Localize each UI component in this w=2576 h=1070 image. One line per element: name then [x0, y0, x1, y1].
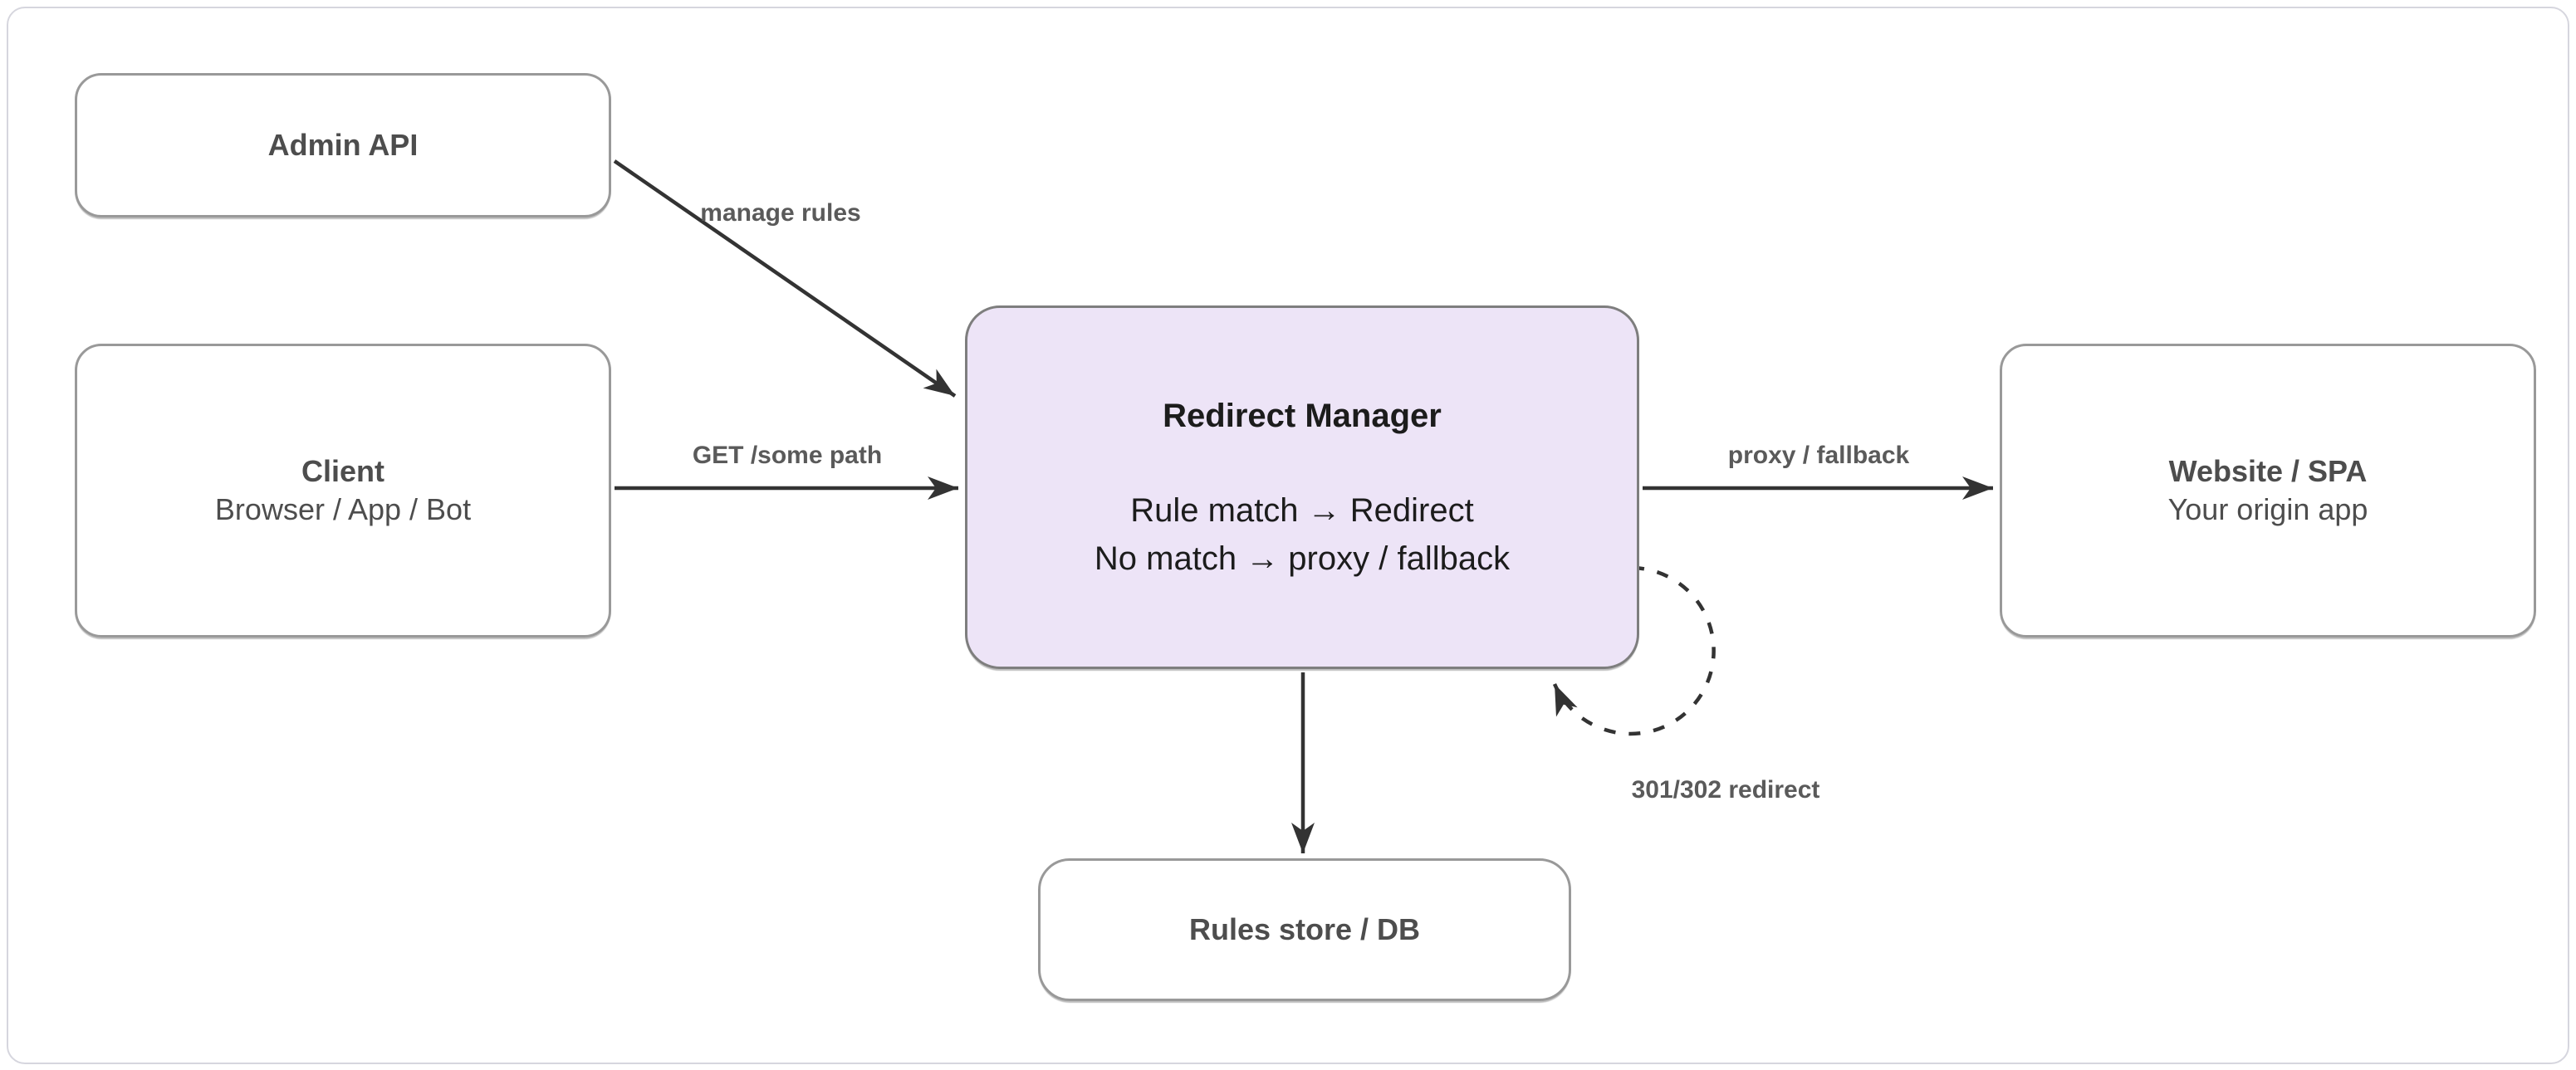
redirect-loop-label: 301/302 redirect: [1631, 776, 1820, 804]
client-title: Client: [301, 453, 384, 488]
redirect-manager-no-match-line: No match → proxy / fallback: [1094, 540, 1511, 577]
redirect-manager-rule-match-line: Rule match → Redirect: [1130, 492, 1474, 529]
redirect-manager-title: Redirect Manager: [1163, 398, 1442, 434]
node-rules-store: Rules store / DB: [1038, 858, 1571, 1001]
node-redirect-manager: Redirect Manager Rule match → Redirect N…: [965, 305, 1639, 669]
website-spa-subtitle: Your origin app: [2167, 492, 2368, 526]
website-spa-title: Website / SPA: [2168, 453, 2368, 488]
get-path-label: GET /some path: [692, 442, 883, 469]
node-client: Client Browser / App / Bot: [75, 344, 611, 638]
proxy-fallback-label: proxy / fallback: [1727, 442, 1910, 469]
admin-api-title: Admin API: [267, 127, 419, 162]
manage-rules-label: manage rules: [700, 199, 861, 227]
rules-store-title: Rules store / DB: [1188, 911, 1421, 946]
client-subtitle: Browser / App / Bot: [214, 492, 472, 526]
node-website-spa: Website / SPA Your origin app: [2000, 344, 2536, 638]
node-admin-api: Admin API: [75, 73, 611, 217]
